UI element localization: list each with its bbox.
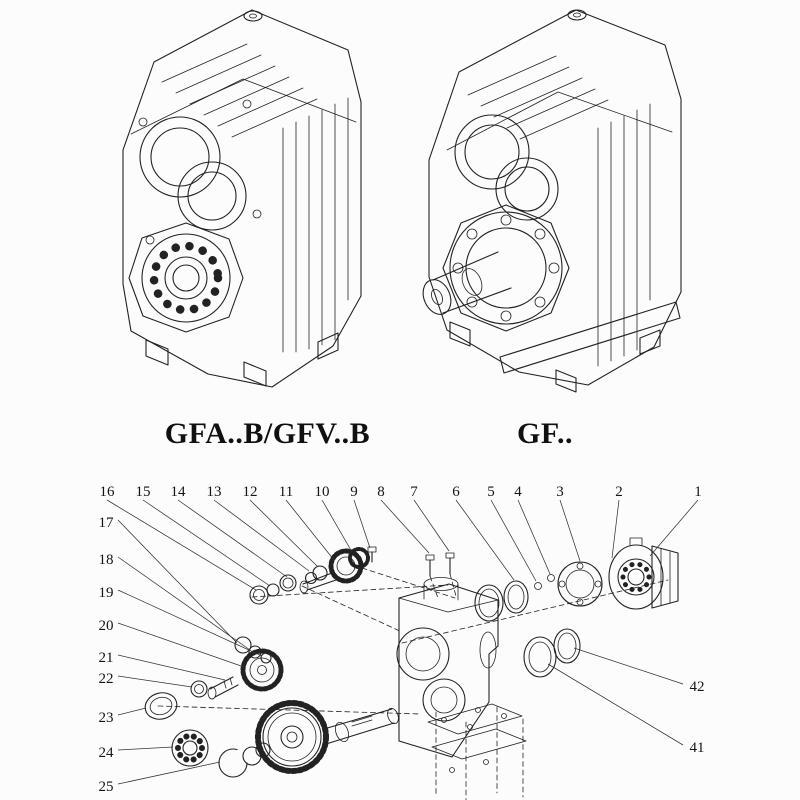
part-number-8: 8: [377, 484, 385, 500]
output-gear: [255, 700, 329, 774]
part-number-3: 3: [556, 484, 564, 500]
part-number-4: 4: [514, 484, 522, 500]
housing-bolts: [138, 99, 262, 245]
left-gearbox-figure: [122, 9, 362, 388]
part-numbers-left: 17 18 19 20 21 22 23 24 25: [99, 515, 115, 795]
input-seals: [474, 580, 529, 622]
housing: [396, 577, 499, 758]
part-number-17: 17: [99, 515, 115, 531]
part-number-24: 24: [99, 745, 115, 761]
part-number-1: 1: [694, 484, 702, 500]
output-flange: [442, 204, 570, 332]
mounting-feet: [449, 301, 681, 393]
part-number-14: 14: [171, 484, 187, 500]
part-number-22: 22: [99, 671, 114, 687]
exploded-view: 16 15 14 13 12 11 10 9 8 7 6 5 4 3 2 1 1…: [99, 484, 705, 800]
lifting-hole: [243, 10, 263, 22]
side-ribs: [597, 103, 651, 367]
part-number-20: 20: [99, 618, 114, 634]
part-number-11: 11: [279, 484, 293, 500]
part-number-12: 12: [243, 484, 258, 500]
part-number-25: 25: [99, 779, 114, 795]
model-label-left: GFA..B/GFV..B: [164, 417, 371, 450]
part-number-2: 2: [615, 484, 623, 500]
output-bearing: [128, 222, 244, 333]
part-number-15: 15: [136, 484, 151, 500]
part-numbers-right: 42 41: [690, 679, 705, 756]
part-number-6: 6: [452, 484, 460, 500]
gasket-plates: [427, 703, 527, 773]
bearing-bores: [139, 116, 247, 231]
low-speed-cluster: [144, 636, 284, 778]
cooling-fins: [467, 55, 609, 140]
part-number-16: 16: [100, 484, 116, 500]
input-flange: [534, 561, 603, 607]
part-number-13: 13: [207, 484, 222, 500]
motor-adapter: [608, 537, 679, 610]
part-number-9: 9: [350, 484, 358, 500]
lifting-hole: [567, 9, 587, 21]
housing-top-bolts: [425, 552, 457, 599]
mounting-feet: [145, 332, 339, 387]
right-gearbox-figure: [422, 9, 682, 393]
part-number-21: 21: [99, 650, 114, 666]
output-shaft: [422, 251, 512, 315]
part-number-7: 7: [410, 484, 418, 500]
leader-lines-right: [547, 647, 684, 746]
cooling-fins: [161, 43, 318, 138]
model-label-right: GF..: [517, 417, 573, 450]
retaining-rings: [523, 628, 581, 678]
leader-lines-left: [117, 519, 263, 785]
side-ribs: [282, 97, 349, 353]
part-number-10: 10: [315, 484, 330, 500]
assembly-axes: [157, 567, 669, 800]
bearing-bores: [454, 114, 559, 221]
part-number-42: 42: [690, 679, 705, 695]
part-number-5: 5: [487, 484, 495, 500]
output-shaft-exploded: [323, 707, 399, 745]
part-number-23: 23: [99, 710, 114, 726]
part-numbers-top: 16 15 14 13 12 11 10 9 8 7 6 5 4 3 2 1: [100, 484, 702, 500]
intermediate-shaft-cluster: [249, 546, 377, 605]
leader-lines-top: [106, 499, 699, 591]
part-number-19: 19: [99, 585, 114, 601]
part-number-18: 18: [99, 552, 114, 568]
part-number-41: 41: [690, 740, 705, 756]
